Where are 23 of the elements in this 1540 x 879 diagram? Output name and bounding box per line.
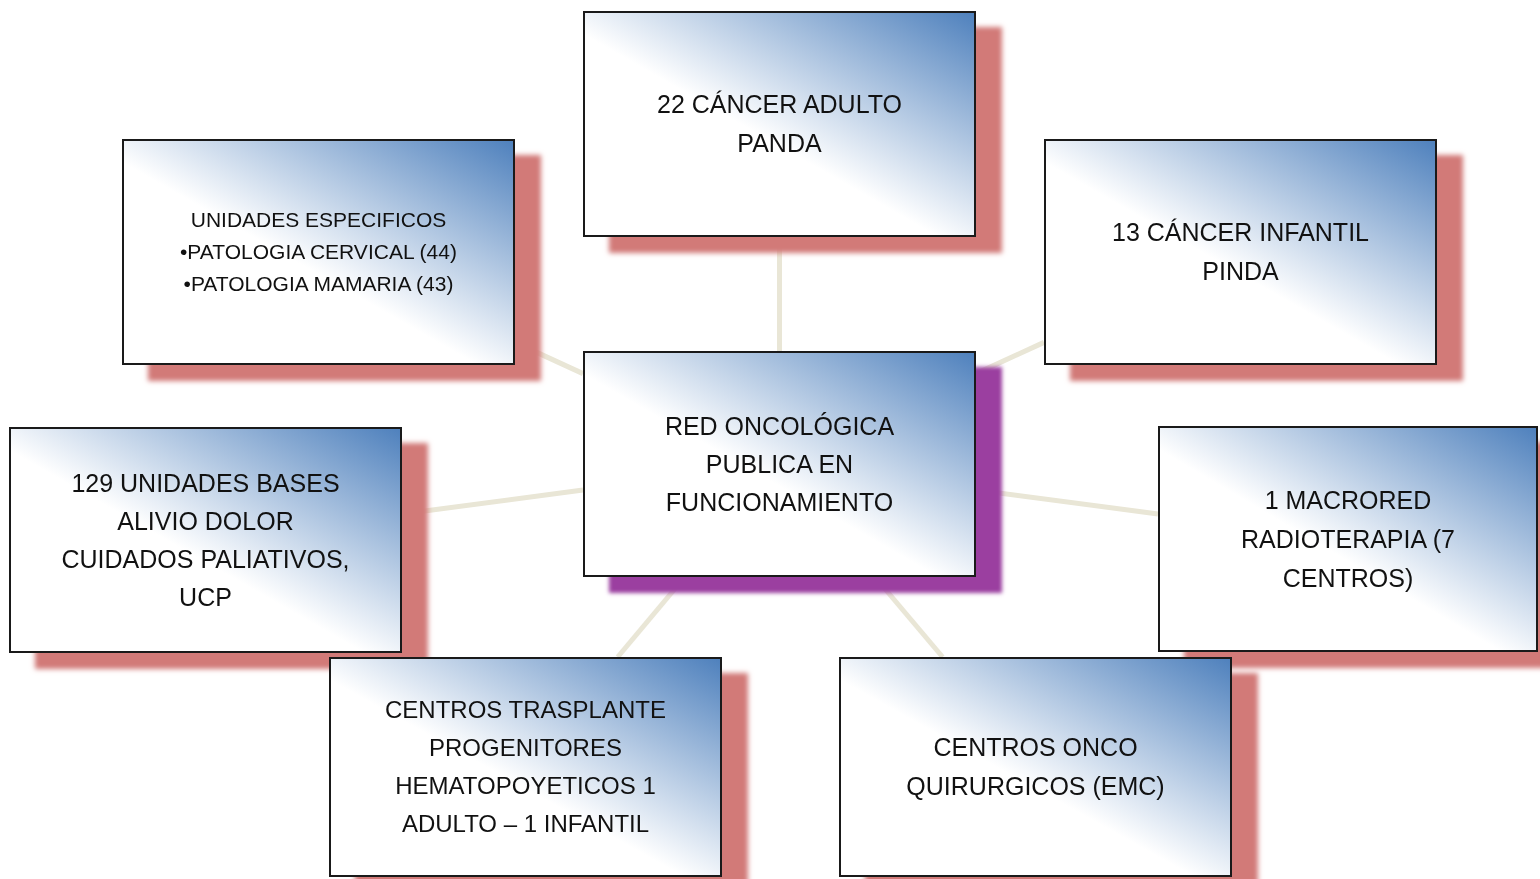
connector-line (777, 237, 782, 351)
box-text: 1 MACRORED RADIOTERAPIA (7 CENTROS) (1240, 484, 1456, 594)
box-text: •PATOLOGIA CERVICAL (44) (180, 239, 457, 265)
box-text: RED ONCOLÓGICA PUBLICA EN FUNCIONAMIENTO (663, 411, 896, 518)
box-text: •PATOLOGIA MAMARIA (43) (183, 271, 454, 297)
text-box (1158, 426, 1538, 652)
box-text: UNIDADES ESPECIFICOS (190, 207, 447, 233)
box-text: 129 UNIDADES BASES ALIVIO DOLOR CUIDADOS PALIATIVOS, UCP (60, 468, 351, 613)
connector-line (873, 575, 945, 659)
text-box (9, 427, 402, 653)
connector-line (615, 575, 687, 659)
connector-line (975, 487, 1159, 517)
box-text: 13 CÁNCER INFANTIL PINDA (1111, 217, 1370, 287)
text-box (839, 657, 1232, 877)
text-box (583, 11, 976, 237)
text-box (329, 657, 722, 877)
text-box (583, 351, 976, 577)
connector-line (401, 487, 584, 517)
box-text: CENTROS TRASPLANTE PROGENITORES HEMATOPOYETICOS 1 ADULTO – 1 INFANTIL (384, 695, 667, 839)
text-box (1044, 139, 1437, 365)
text-box (122, 139, 515, 365)
box-text: CENTROS ONCO QUIRURGICOS (EMC) (905, 732, 1166, 802)
box-text: 22 CÁNCER ADULTO PANDA (656, 89, 903, 159)
